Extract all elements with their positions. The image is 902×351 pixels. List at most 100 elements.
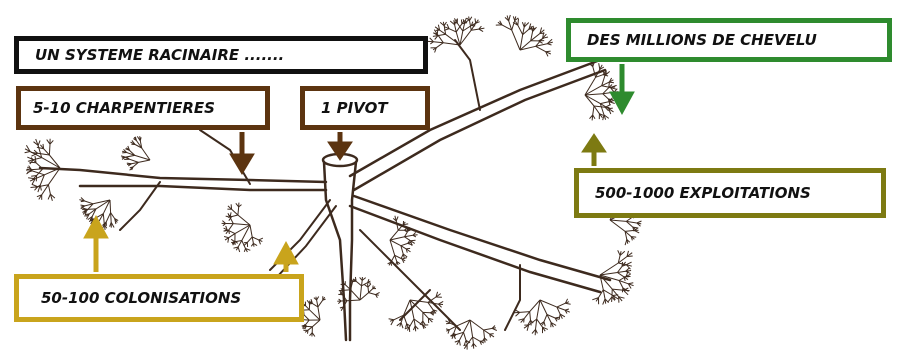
fine-root [223, 229, 229, 232]
fine-root [625, 229, 635, 232]
arrow-charpentieres [229, 132, 255, 175]
fine-root [27, 156, 34, 161]
fine-root [458, 332, 464, 341]
fine-root [463, 344, 468, 347]
fine-root [422, 325, 425, 329]
fine-root [450, 333, 454, 337]
fine-root [340, 287, 344, 291]
fine-root [433, 29, 438, 35]
fine-root [530, 31, 534, 41]
fine-root [532, 26, 537, 32]
fine-root [139, 140, 143, 149]
fine-root [542, 32, 545, 39]
fine-root [309, 332, 313, 337]
fine-root [410, 240, 415, 244]
fine-root [82, 210, 87, 213]
fine-root [343, 306, 346, 311]
fine-root [388, 318, 394, 321]
fine-root [404, 230, 409, 238]
fine-root [355, 280, 362, 287]
fine-root [95, 199, 111, 210]
arrow-exploitations [581, 133, 607, 166]
fine-root [435, 293, 441, 298]
fine-root [523, 324, 529, 329]
fine-root [243, 248, 246, 252]
fine-root [400, 253, 404, 259]
fine-root [80, 204, 85, 207]
fine-root [231, 208, 239, 216]
fine-root [466, 336, 474, 345]
fine-root [538, 40, 543, 44]
fine-root [36, 168, 44, 176]
fine-root [601, 75, 606, 86]
charpentieres-label: 5-10 CHARPENTIERES [33, 99, 215, 117]
charpentieres-box: 5-10 CHARPENTIERES [16, 86, 270, 130]
fine-root [322, 298, 326, 301]
fine-root [438, 303, 442, 308]
fine-root [626, 261, 632, 266]
fine-root [454, 339, 460, 343]
fine-root [517, 24, 524, 35]
fine-root [42, 143, 45, 149]
fine-root [609, 101, 615, 104]
fine-root [393, 314, 404, 321]
fine-root [522, 28, 530, 35]
fine-root [41, 157, 61, 169]
fine-root [141, 147, 151, 161]
fine-root [545, 51, 552, 55]
charpentiere-lower-right [348, 194, 612, 294]
fine-root [584, 94, 601, 105]
fine-root [407, 242, 413, 246]
fine-root [400, 245, 407, 250]
fine-root [27, 159, 34, 162]
fine-root [621, 264, 627, 267]
fine-root [565, 302, 571, 305]
fine-root [138, 159, 151, 163]
fine-root [471, 343, 474, 347]
fine-root [241, 240, 246, 249]
fine-root [627, 283, 632, 289]
fine-root [536, 318, 543, 328]
fine-root [625, 264, 631, 270]
fine-root [26, 166, 33, 171]
fine-root [237, 214, 251, 226]
fine-root [584, 93, 603, 96]
fine-root [35, 162, 44, 170]
fine-root [536, 299, 541, 320]
fine-root [375, 294, 378, 299]
fine-root [469, 319, 484, 331]
fine-root [550, 322, 557, 326]
fine-root [312, 319, 321, 328]
fine-root [625, 221, 634, 228]
fine-root [599, 66, 605, 70]
fine-root [135, 140, 143, 149]
fine-root [624, 231, 628, 240]
fine-root [32, 170, 45, 176]
fine-root [511, 29, 521, 51]
fine-root [511, 20, 516, 31]
fine-root [29, 161, 37, 164]
fine-root [427, 301, 439, 305]
fine-root [539, 299, 548, 315]
fine-root [592, 66, 597, 78]
fine-root [394, 215, 397, 222]
colonisations-box: 50-100 COLONISATIONS [14, 274, 304, 322]
fine-root [403, 315, 408, 324]
arrow-colonisations-right [273, 240, 299, 272]
fine-root [463, 344, 468, 349]
fine-root [514, 17, 519, 21]
fine-root [556, 302, 566, 308]
fine-root [120, 155, 126, 158]
fine-root [37, 140, 41, 146]
fine-root [584, 85, 602, 96]
pivot-label: 1 PIVOT [321, 99, 388, 117]
fine-root [50, 193, 56, 199]
fine-root [30, 186, 38, 188]
fine-root [389, 236, 405, 241]
fine-root [515, 309, 520, 313]
fine-root [31, 175, 37, 177]
fine-root [542, 326, 548, 330]
fine-root [82, 207, 88, 210]
fine-root [228, 223, 234, 231]
